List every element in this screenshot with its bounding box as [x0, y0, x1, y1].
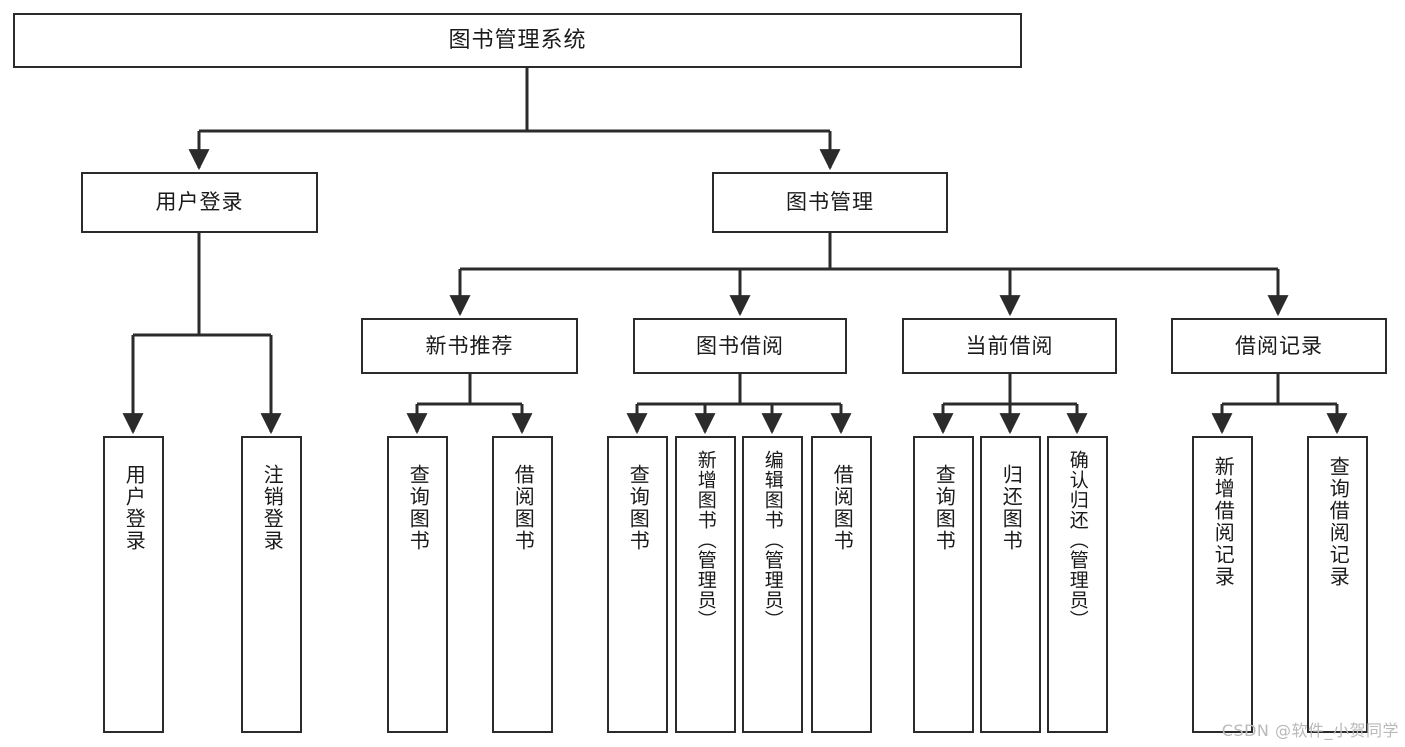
node-label: 用户登录 [122, 464, 147, 552]
node-label: 查询图书 [626, 464, 651, 552]
node-root-system[interactable]: 图书管理系统 [13, 13, 1022, 68]
node-label: 图书管理 [786, 190, 874, 215]
leaf-new-book-borrow[interactable]: 借阅图书 [492, 436, 553, 733]
node-label: 图书借阅 [696, 333, 784, 358]
node-label: 借阅记录 [1235, 333, 1323, 358]
node-label: 查询图书 [932, 464, 957, 552]
leaf-current-query-book[interactable]: 查询图书 [913, 436, 974, 733]
leaf-new-book-query[interactable]: 查询图书 [387, 436, 448, 733]
node-label: 注销登录 [260, 464, 285, 552]
node-label: 确认归还（管理员） [1066, 450, 1089, 630]
node-user-login[interactable]: 用户登录 [81, 172, 318, 233]
node-label: 查询借阅记录 [1326, 456, 1351, 588]
node-label: 编辑图书（管理员） [761, 450, 784, 630]
leaf-record-add[interactable]: 新增借阅记录 [1192, 436, 1253, 733]
node-label: 图书管理系统 [448, 27, 587, 53]
node-book-management[interactable]: 图书管理 [712, 172, 948, 233]
leaf-borrow-add-book-admin[interactable]: 新增图书（管理员） [675, 436, 736, 733]
leaf-record-query[interactable]: 查询借阅记录 [1307, 436, 1368, 733]
leaf-user-login-signin[interactable]: 用户登录 [103, 436, 164, 733]
leaf-borrow-query-book[interactable]: 查询图书 [607, 436, 668, 733]
node-label: 借阅图书 [830, 464, 855, 552]
node-label: 新书推荐 [425, 333, 514, 358]
node-book-borrow[interactable]: 图书借阅 [633, 318, 847, 374]
node-label: 当前借阅 [965, 333, 1054, 358]
leaf-user-login-signout[interactable]: 注销登录 [241, 436, 302, 733]
leaf-current-confirm-return-admin[interactable]: 确认归还（管理员） [1047, 436, 1108, 733]
node-label: 用户登录 [155, 190, 244, 215]
node-label: 查询图书 [406, 464, 431, 552]
node-borrow-record[interactable]: 借阅记录 [1171, 318, 1387, 374]
csdn-watermark: CSDN @软件_小贺同学 [1221, 721, 1399, 740]
node-label: 新增图书（管理员） [694, 450, 717, 630]
node-current-borrow[interactable]: 当前借阅 [902, 318, 1117, 374]
node-label: 借阅图书 [511, 464, 536, 552]
node-label: 新增借阅记录 [1211, 456, 1236, 588]
node-label: 归还图书 [999, 464, 1024, 552]
leaf-current-return-book[interactable]: 归还图书 [980, 436, 1041, 733]
node-new-book-recommend[interactable]: 新书推荐 [361, 318, 578, 374]
leaf-borrow-borrow-book[interactable]: 借阅图书 [811, 436, 872, 733]
leaf-borrow-edit-book-admin[interactable]: 编辑图书（管理员） [742, 436, 803, 733]
